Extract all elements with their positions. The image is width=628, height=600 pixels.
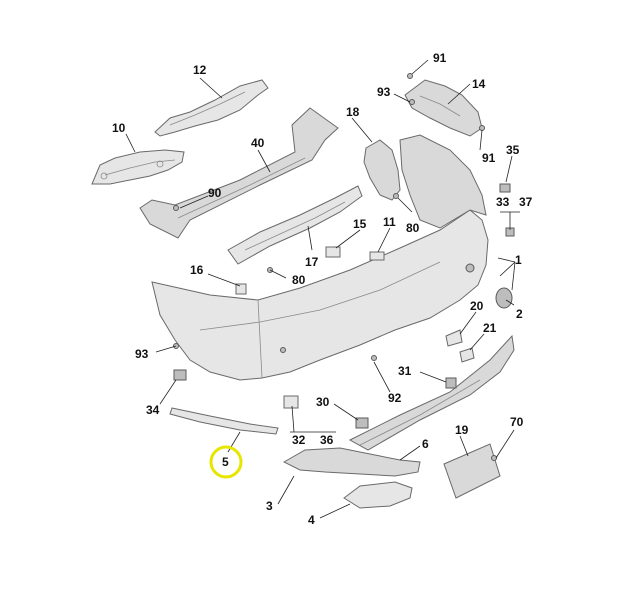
callout-91[interactable]: 91 bbox=[433, 51, 447, 65]
leader-lines bbox=[125, 59, 520, 519]
callout-17[interactable]: 17 bbox=[305, 255, 319, 269]
part-21-clip[interactable] bbox=[459, 347, 475, 363]
part-10-bracket[interactable] bbox=[91, 149, 185, 185]
callout-19[interactable]: 19 bbox=[455, 423, 469, 437]
callout-labels: 91 14 93 12 18 91 35 10 40 33 37 15 11 8… bbox=[112, 51, 533, 527]
part-40-beam[interactable] bbox=[139, 107, 339, 239]
callout-5[interactable]: 5 bbox=[222, 455, 229, 469]
callout-21[interactable]: 21 bbox=[483, 321, 497, 335]
part-3-exhaust-trim[interactable] bbox=[282, 447, 421, 477]
callout-90[interactable]: 90 bbox=[208, 186, 222, 200]
part-4-exhaust-trim[interactable] bbox=[343, 481, 413, 509]
part-34-clip[interactable] bbox=[173, 369, 187, 381]
part-32-clip[interactable] bbox=[283, 395, 299, 409]
highlight-ring bbox=[209, 445, 243, 479]
callout-91[interactable]: 91 bbox=[482, 151, 496, 165]
part-5-trim-strip[interactable] bbox=[169, 407, 279, 435]
callout-80[interactable]: 80 bbox=[406, 221, 420, 235]
callout-92[interactable]: 92 bbox=[388, 391, 402, 405]
callout-30[interactable]: 30 bbox=[316, 395, 330, 409]
part-70-screw[interactable] bbox=[491, 455, 497, 461]
callout-14[interactable]: 14 bbox=[472, 77, 486, 91]
part-17-bracket[interactable] bbox=[227, 185, 363, 265]
callout-70[interactable]: 70 bbox=[510, 415, 524, 429]
callout-34[interactable]: 34 bbox=[146, 403, 160, 417]
part-18-bracket[interactable] bbox=[363, 139, 401, 201]
callout-11[interactable]: 11 bbox=[383, 215, 396, 229]
callout-6[interactable]: 6 bbox=[422, 437, 429, 451]
part-diffuser[interactable] bbox=[348, 334, 515, 451]
callout-33[interactable]: 33 bbox=[496, 195, 510, 209]
part-19-plate-bracket[interactable] bbox=[443, 443, 501, 499]
callout-20[interactable]: 20 bbox=[470, 299, 484, 313]
callout-16[interactable]: 16 bbox=[190, 263, 204, 277]
callout-1[interactable]: 1 bbox=[515, 253, 522, 267]
part-1-bumper-cover[interactable] bbox=[151, 134, 489, 381]
part-91-screw[interactable] bbox=[479, 125, 485, 131]
part-31-clip[interactable] bbox=[445, 377, 457, 389]
callout-10[interactable]: 10 bbox=[112, 121, 126, 135]
part-92-screw[interactable] bbox=[371, 355, 377, 361]
part-14-bracket[interactable] bbox=[404, 79, 483, 137]
callout-3[interactable]: 3 bbox=[266, 499, 273, 513]
callout-32[interactable]: 32 bbox=[292, 433, 306, 447]
part-93-screw[interactable] bbox=[409, 99, 415, 105]
callout-2[interactable]: 2 bbox=[516, 307, 523, 321]
part-2-cap[interactable] bbox=[495, 287, 513, 309]
callout-80[interactable]: 80 bbox=[292, 273, 306, 287]
small-clips bbox=[173, 73, 515, 461]
callout-4[interactable]: 4 bbox=[308, 513, 315, 527]
part-80-screw[interactable] bbox=[393, 193, 399, 199]
part-12-bracket[interactable] bbox=[154, 79, 269, 137]
part-30-clip[interactable] bbox=[355, 417, 369, 429]
part-15-clip[interactable] bbox=[325, 246, 341, 258]
callout-35[interactable]: 35 bbox=[506, 143, 520, 157]
callout-15[interactable]: 15 bbox=[353, 217, 367, 231]
part-91-screw[interactable] bbox=[407, 73, 413, 79]
part-35-clip[interactable] bbox=[499, 183, 511, 193]
callout-12[interactable]: 12 bbox=[193, 63, 207, 77]
callout-93[interactable]: 93 bbox=[377, 85, 391, 99]
part-90-screw[interactable] bbox=[173, 205, 179, 211]
callout-18[interactable]: 18 bbox=[346, 105, 360, 119]
callout-40[interactable]: 40 bbox=[251, 136, 265, 150]
callout-36[interactable]: 36 bbox=[320, 433, 334, 447]
part-20-clip[interactable] bbox=[445, 329, 463, 347]
callout-37[interactable]: 37 bbox=[519, 195, 533, 209]
callout-31[interactable]: 31 bbox=[398, 364, 412, 378]
callout-93[interactable]: 93 bbox=[135, 347, 149, 361]
part-16-clip[interactable] bbox=[235, 283, 247, 295]
part-11-clip[interactable] bbox=[369, 251, 385, 261]
